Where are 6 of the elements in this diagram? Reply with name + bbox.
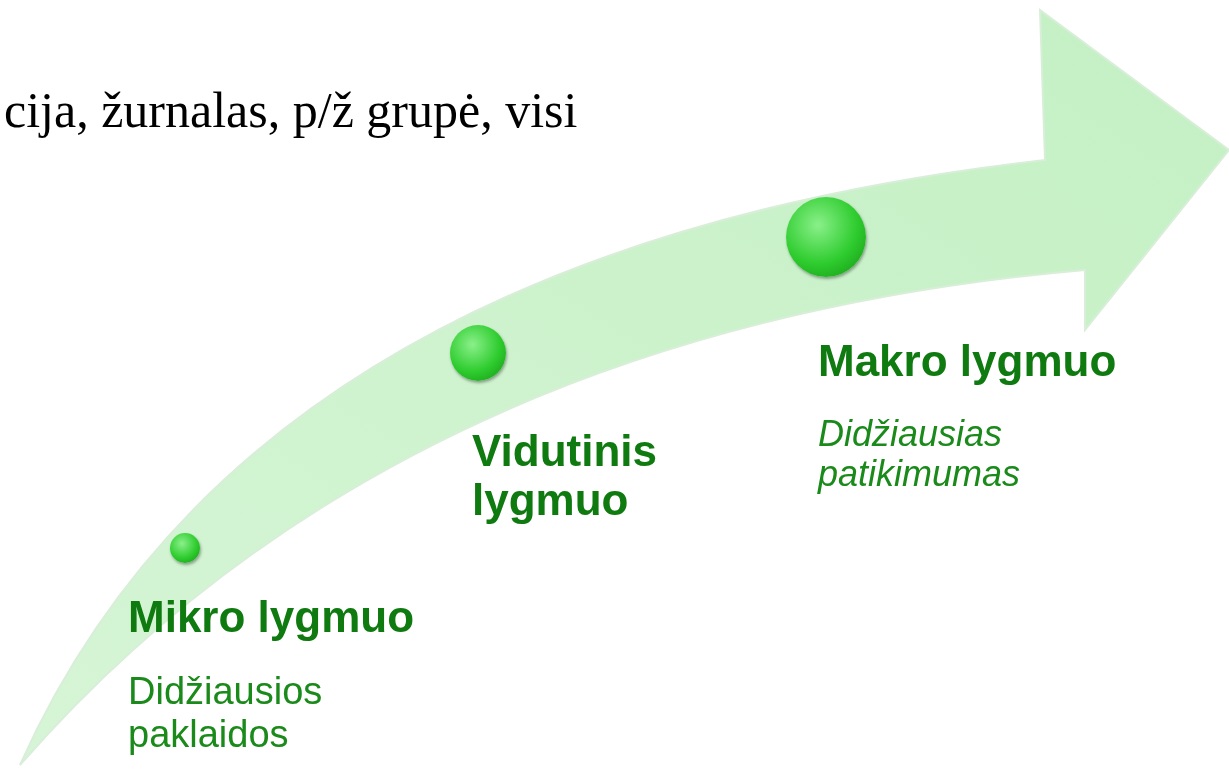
heading-text: cija, žurnalas, p/ž grupė, visi	[4, 82, 578, 138]
level-title: Mikro lygmuo	[128, 592, 416, 642]
level-description: Didžiausios paklaidos	[128, 670, 324, 756]
level-description: Didžiausias patikimumas	[818, 414, 1022, 495]
level-title: Vidutinis lygmuo	[472, 426, 658, 525]
level-title: Makro lygmuo	[818, 336, 1118, 386]
